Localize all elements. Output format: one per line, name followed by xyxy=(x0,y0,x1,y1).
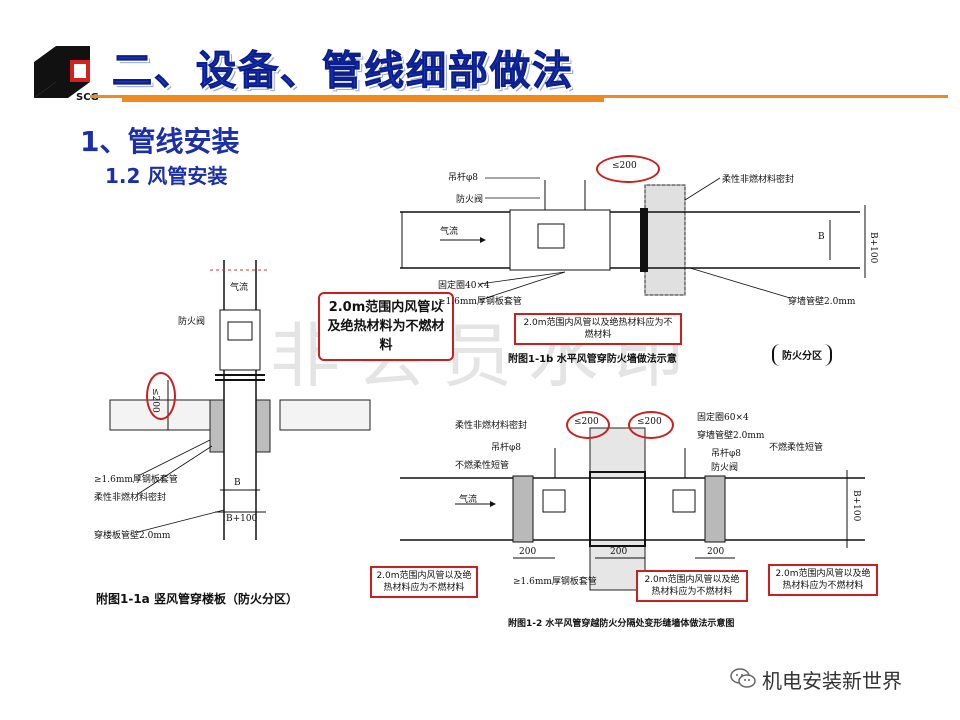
fig1b-note-text: 2.0m范围内风管以及绝热材料应为不燃材料 xyxy=(523,318,673,340)
fig1a-dim-b100: B+100 xyxy=(226,514,258,524)
fig2-note-left-text: 2.0m范围内风管以及绝热材料应为不燃材料 xyxy=(376,571,472,593)
callout-text: 2.0m范围内风管以及绝热材料为不燃材料 xyxy=(327,300,445,353)
fig1a-airflow-label: 气流 xyxy=(230,283,249,293)
fire-zone-callout: 2.0m范围内风管以及绝热材料为不燃材料 xyxy=(318,292,454,361)
fig2-flex-right-label: 不燃柔性短管 xyxy=(769,443,824,453)
fig1a-wall-label: 穿楼板管壁2.0mm xyxy=(94,531,171,541)
fig2-hanger-right-label: 吊杆φ8 xyxy=(711,449,742,459)
fig1b-damper-label: 防火阀 xyxy=(456,195,484,205)
fig1b-note-box: 2.0m范围内风管以及绝热材料应为不燃材料 xyxy=(514,313,682,345)
fig2-dim-highlight-right xyxy=(628,411,674,439)
fig2-wall-label: 穿墙管壁2.0mm xyxy=(697,431,765,441)
figure-1-1b: 吊杆φ8 防火阀 气流 固定圈40×4 ≥1.6mm厚钢板套管 柔性非燃材料密封… xyxy=(390,160,890,330)
subsection-heading: 1.2 风管安装 xyxy=(105,164,228,188)
fig1a-damper-label: 防火阀 xyxy=(178,317,206,327)
wechat-icon xyxy=(730,667,756,693)
company-logo: SCG xyxy=(30,42,112,104)
logo-text: SCG xyxy=(76,92,99,103)
fig1a-sleeve-label: ≥1.6mm厚钢板套管 xyxy=(94,475,178,485)
fig1b-dim-b: B xyxy=(818,232,825,242)
fig1b-bracket-text: 防火分区 xyxy=(782,351,822,362)
fig1a-caption: 附图1-1a 竖风管穿楼板（防火分区） xyxy=(96,592,298,606)
fig2-note-center-text: 2.0m范围内风管以及绝热材料应为不燃材料 xyxy=(644,575,740,597)
section-heading: 1、管线安装 xyxy=(80,125,240,158)
header-rule-thick xyxy=(122,96,604,102)
wechat-account: 机电安装新世界 xyxy=(730,665,902,694)
fig2-dim-highlight-left xyxy=(566,411,610,439)
fig2-seal-label: 柔性非燃材料密封 xyxy=(455,421,528,431)
fig1b-caption: 附图1-1b 水平风管穿防火墙做法示意 xyxy=(508,354,677,365)
fig2-dim-200-b: 200 xyxy=(610,547,628,557)
fig2-dim-200-c: 200 xyxy=(707,547,725,557)
fig1a-seal-label: 柔性非燃材料密封 xyxy=(94,493,167,503)
fig1b-sleeve-label: ≥1.6mm厚钢板套管 xyxy=(438,297,522,307)
fig2-dim-left-value: ≤200 xyxy=(574,417,599,427)
fig2-note-right-text: 2.0m范围内风管以及绝热材料应为不燃材料 xyxy=(775,569,871,591)
fig1a-dim-b: B xyxy=(234,478,241,488)
figure-1-2: 柔性非燃材料密封 吊杆φ8 不燃柔性短管 气流 固定圈60×4 穿墙管壁2.0m… xyxy=(395,408,875,608)
fig1a-dim-value: ≤200 xyxy=(150,388,160,413)
fig2-dim-b100: B+100 xyxy=(851,490,861,522)
fig2-flex-left-label: 不燃柔性短管 xyxy=(455,461,510,471)
fig2-note-right: 2.0m范围内风管以及绝热材料应为不燃材料 xyxy=(768,564,878,596)
fig2-airflow-label: 气流 xyxy=(459,495,478,505)
fig2-ring-label: 固定圈60×4 xyxy=(697,413,749,423)
fig1b-dim-highlight xyxy=(596,155,660,183)
figure-1-1a: 气流 防火阀 ≥1.6mm厚钢板套管 柔性非燃材料密封 穿楼板管壁2.0mm B… xyxy=(90,250,390,560)
fig2-dim-200-a: 200 xyxy=(519,547,537,557)
fig2-damper-label: 防火阀 xyxy=(711,463,739,473)
fig1a-dim-highlight xyxy=(146,372,176,420)
fig1b-wall-label: 穿墙管壁2.0mm xyxy=(788,297,856,307)
fig1b-airflow-label: 气流 xyxy=(440,227,459,237)
fig2-dim-right-value: ≤200 xyxy=(637,417,662,427)
fig2-sleeve-label: ≥1.6mm厚钢板套管 xyxy=(513,577,597,587)
fig2-hanger-left-label: 吊杆φ8 xyxy=(491,443,522,453)
wechat-name: 机电安装新世界 xyxy=(762,669,902,693)
fig1b-dim-value: ≤200 xyxy=(612,161,637,171)
fig1b-dim-b100: B+100 xyxy=(868,232,878,264)
fig1b-seal-label: 柔性非燃材料密封 xyxy=(722,175,795,185)
fig2-note-center: 2.0m范围内风管以及绝热材料应为不燃材料 xyxy=(636,570,748,602)
fig1b-bracket: 防火分区 xyxy=(772,344,832,366)
fig1b-hanger-label: 吊杆φ8 xyxy=(448,173,479,183)
page-title: 二、设备、管线细部做法 xyxy=(112,48,574,95)
fig2-note-left: 2.0m范围内风管以及绝热材料应为不燃材料 xyxy=(370,566,478,598)
fig1b-ring-label: 固定圈40×4 xyxy=(438,281,490,291)
fig2-caption: 附图1-2 水平风管穿越防火分隔处变形缝墙体做法示意图 xyxy=(508,619,735,629)
